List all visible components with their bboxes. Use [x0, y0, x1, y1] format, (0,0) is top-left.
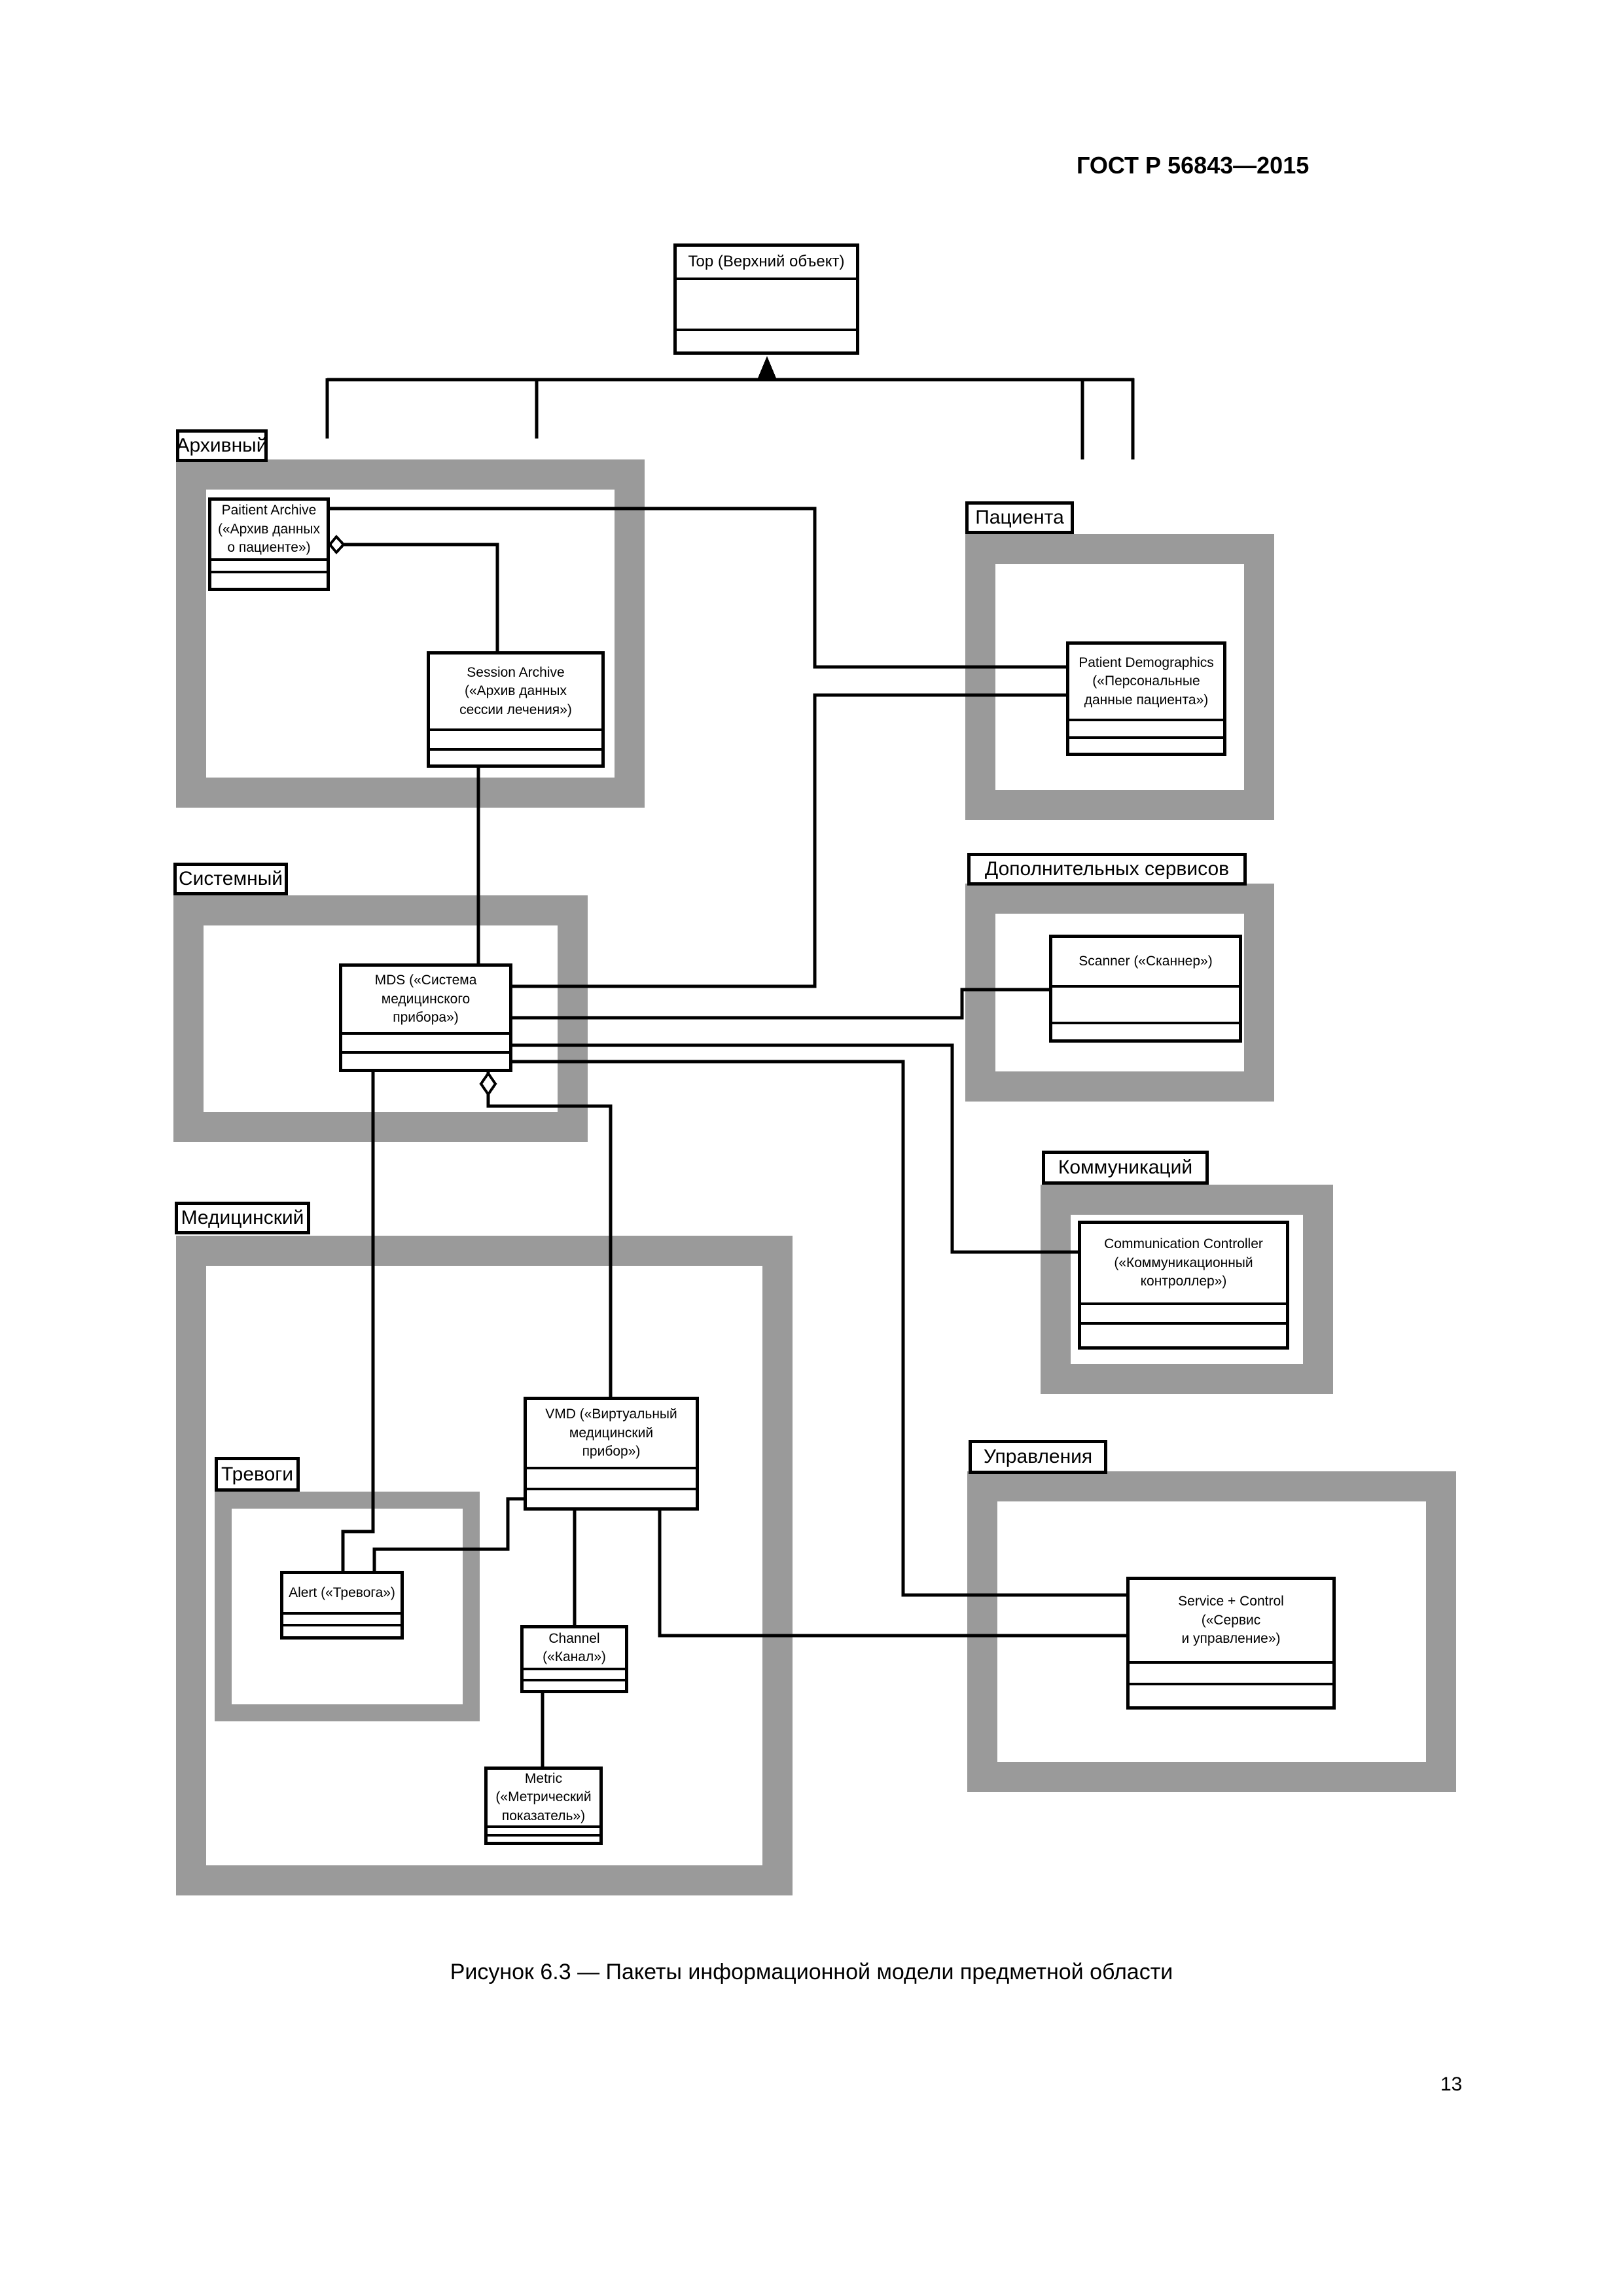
- figure-caption: Рисунок 6.3 — Пакеты информационной моде…: [450, 1960, 1173, 1984]
- class-communication-controller-title: Communication Controller («Коммуникацион…: [1104, 1236, 1263, 1289]
- package-label-control: Управления: [969, 1440, 1107, 1474]
- generalization-arrow: [757, 356, 777, 380]
- package-frame-services: [965, 884, 1274, 1102]
- class-session-archive-attributes: [430, 728, 601, 748]
- class-scanner-attributes: [1052, 985, 1239, 1022]
- class-patient-archive-operations: [211, 571, 327, 588]
- class-top-operations: [677, 329, 856, 351]
- class-alert-operations: [283, 1624, 401, 1636]
- class-channel-attributes: [524, 1668, 625, 1679]
- package-label-system-text: Системный: [178, 868, 283, 889]
- package-label-archive-text: Архивный: [176, 435, 268, 456]
- class-service-control-title: Service + Control («Сервис и управление»…: [1178, 1594, 1284, 1647]
- class-channel-title: Channel («Канал»): [543, 1630, 606, 1664]
- page-header: ГОСТ Р 56843—2015: [1077, 152, 1310, 179]
- package-label-alarms: Тревоги: [215, 1457, 300, 1492]
- package-label-alarms-text: Тревоги: [221, 1463, 293, 1485]
- class-communication-controller: Communication Controller («Коммуникацион…: [1078, 1221, 1289, 1350]
- line-mds-to-sc: [512, 1060, 1126, 1597]
- class-metric-operations: [488, 1833, 599, 1842]
- line-mds-to-pd: [512, 693, 1066, 988]
- class-session-archive: Session Archive («Архив данных сессии ле…: [427, 651, 605, 768]
- class-service-control: Service + Control («Сервис и управление»…: [1126, 1577, 1336, 1710]
- class-communication-controller-attributes: [1081, 1302, 1286, 1322]
- class-patient-demographics-title: Patient Demographics («Персональные данн…: [1079, 655, 1214, 708]
- class-vmd-attributes: [527, 1467, 696, 1488]
- class-scanner-title: Scanner («Сканнер»): [1079, 953, 1213, 969]
- class-patient-demographics-attributes: [1069, 719, 1223, 736]
- page-number: 13: [1440, 2073, 1463, 2095]
- class-patient-demographics-operations: [1069, 736, 1223, 753]
- class-session-archive-operations: [430, 748, 601, 764]
- package-label-communications: Коммуникаций: [1042, 1151, 1209, 1185]
- class-metric-attributes: [488, 1825, 599, 1834]
- class-channel-operations: [524, 1679, 625, 1690]
- line-mds-to-scanner: [512, 988, 1049, 1020]
- package-frame-communications: [1041, 1185, 1333, 1394]
- class-vmd: VMD («Виртуальный медицинский прибор»): [524, 1397, 699, 1511]
- class-vmd-operations: [527, 1488, 696, 1507]
- line-mds-to-alert: [341, 1071, 375, 1571]
- package-label-communications-text: Коммуникаций: [1058, 1157, 1193, 1178]
- class-scanner: Scanner («Сканнер»): [1049, 935, 1242, 1043]
- package-frame-medical: [176, 1236, 793, 1895]
- line-vmd-to-sc: [658, 1511, 1126, 1638]
- class-mds-operations: [342, 1051, 509, 1069]
- aggregation-diamond-pa: [328, 534, 346, 555]
- package-frame-archive: [176, 459, 645, 808]
- class-patient-archive: Paitient Archive («Архив данных о пациен…: [208, 497, 330, 591]
- class-alert-title: Alert («Тревога»): [289, 1585, 395, 1600]
- package-label-services-text: Дополнительных сервисов: [984, 858, 1230, 880]
- class-session-archive-title: Session Archive («Архив данных сессии ле…: [459, 664, 572, 717]
- class-service-control-attributes: [1130, 1661, 1332, 1683]
- package-frame-control: [967, 1471, 1456, 1792]
- class-top-attributes: [677, 278, 856, 329]
- line-pa-to-pd: [330, 507, 1066, 669]
- class-communication-controller-operations: [1081, 1322, 1286, 1346]
- package-frame-alarms: [215, 1492, 480, 1721]
- class-patient-demographics: Patient Demographics («Персональные данн…: [1066, 641, 1226, 756]
- line-vmd-to-alert: [372, 1497, 524, 1571]
- class-patient-archive-attributes: [211, 558, 327, 571]
- package-frame-patient: [965, 534, 1274, 820]
- package-label-services: Дополнительных сервисов: [967, 853, 1247, 886]
- class-mds-title: MDS («Система медицинского прибора»): [374, 973, 477, 1026]
- class-mds: MDS («Система медицинского прибора»): [339, 963, 512, 1072]
- class-scanner-operations: [1052, 1022, 1239, 1039]
- class-channel: Channel («Канал»): [520, 1625, 628, 1693]
- class-alert-attributes: [283, 1612, 401, 1624]
- package-label-patient: Пациента: [965, 501, 1074, 534]
- package-label-medical: Медицинский: [175, 1202, 310, 1234]
- class-top-title: Top (Верхний объект): [688, 253, 845, 271]
- class-metric: Metric («Метрический показатель»): [484, 1767, 603, 1845]
- line-pa-to-sa: [343, 543, 499, 651]
- class-metric-title: Metric («Метрический показатель»): [495, 1771, 592, 1823]
- class-top: Top (Верхний объект): [673, 243, 859, 355]
- class-alert: Alert («Тревога»): [280, 1571, 404, 1640]
- package-label-patient-text: Пациента: [975, 507, 1064, 528]
- package-label-control-text: Управления: [983, 1446, 1093, 1467]
- package-label-system: Системный: [173, 863, 288, 895]
- class-service-control-operations: [1130, 1683, 1332, 1706]
- line-mds-to-vmd: [486, 1094, 613, 1397]
- class-patient-archive-title: Paitient Archive («Архив данных о пациен…: [217, 503, 321, 556]
- aggregation-diamond-mds: [479, 1071, 497, 1097]
- class-vmd-title: VMD («Виртуальный медицинский прибор»): [545, 1407, 677, 1460]
- package-label-archive: Архивный: [176, 429, 268, 462]
- class-mds-attributes: [342, 1032, 509, 1051]
- line-mds-to-cc: [512, 1043, 1078, 1254]
- package-label-medical-text: Медицинский: [181, 1207, 304, 1229]
